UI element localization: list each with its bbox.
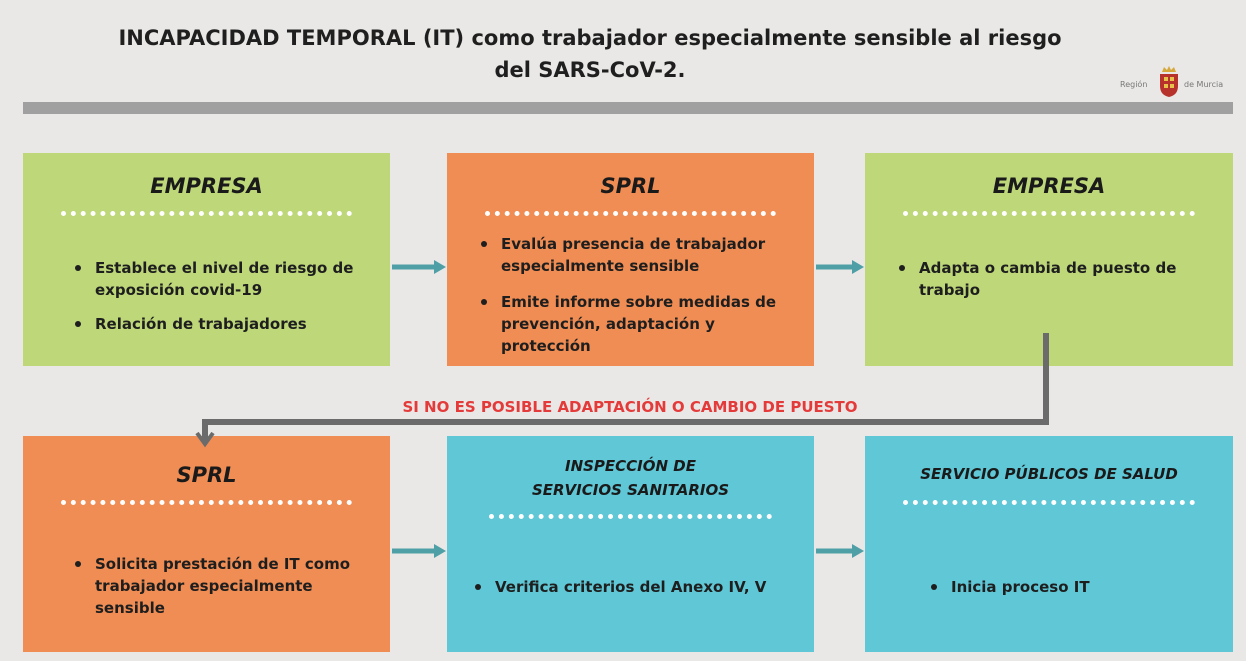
header-divider-bar bbox=[23, 102, 1233, 114]
dotted-separator bbox=[61, 211, 352, 216]
empresa-box-1: EMPRESA Establece el nivel de riesgo de … bbox=[23, 153, 390, 366]
list-item: Inicia proceso IT bbox=[927, 576, 1207, 598]
bullet-list: Verifica criterios del Anexo IV, V bbox=[471, 576, 801, 598]
condition-label: SI NO ES POSIBLE ADAPTACIÓN O CAMBIO DE … bbox=[402, 398, 858, 416]
coat-of-arms-icon bbox=[1160, 66, 1178, 97]
title-line-1: INCAPACIDAD TEMPORAL (IT) como trabajado… bbox=[118, 26, 1062, 50]
sprl-heading-1: SPRL bbox=[600, 174, 661, 198]
region-murcia-logo: Región de Murcia bbox=[1118, 54, 1236, 100]
empresa-heading-2: EMPRESA bbox=[992, 174, 1106, 198]
sprl-box-1: SPRL Evalúa presencia de trabajador espe… bbox=[447, 153, 814, 366]
bullet-list: Establece el nivel de riesgo de exposici… bbox=[71, 257, 371, 335]
dotted-separator bbox=[903, 211, 1195, 216]
logo-text-right: de Murcia bbox=[1184, 80, 1224, 89]
servicio-salud-box: SERVICIO PÚBLICOS DE SALUD Inicia proces… bbox=[865, 436, 1233, 652]
list-item: Emite informe sobre medidas de prevenció… bbox=[477, 291, 797, 357]
dotted-separator bbox=[485, 211, 776, 216]
title-line-2: del SARS-CoV-2. bbox=[494, 58, 686, 82]
empresa-box-2: EMPRESA Adapta o cambia de puesto de tra… bbox=[865, 153, 1233, 366]
arrow-inspeccion-to-salud bbox=[816, 544, 864, 558]
dotted-separator bbox=[61, 500, 352, 505]
sprl-box-2: SPRL Solicita prestación de IT como trab… bbox=[23, 436, 390, 652]
sprl-heading-2: SPRL bbox=[176, 463, 237, 487]
inspeccion-heading-line-2: SERVICIOS SANITARIOS bbox=[531, 481, 730, 499]
list-item: Solicita prestación de IT como trabajado… bbox=[71, 553, 371, 619]
inspeccion-heading-line-1: INSPECCIÓN DE bbox=[564, 457, 696, 475]
list-item: Adapta o cambia de puesto de trabajo bbox=[895, 257, 1215, 301]
dotted-separator bbox=[489, 514, 772, 519]
arrow-sprl-to-inspeccion bbox=[392, 544, 446, 558]
arrow-empresa-to-sprl bbox=[392, 260, 446, 274]
connector-empresa-to-sprl-fallback bbox=[195, 333, 1049, 448]
list-item: Relación de trabajadores bbox=[71, 313, 371, 335]
logo-text-left: Región bbox=[1120, 80, 1148, 89]
servicio-salud-heading: SERVICIO PÚBLICOS DE SALUD bbox=[920, 465, 1178, 483]
bullet-list: Evalúa presencia de trabajador especialm… bbox=[477, 233, 797, 357]
list-item: Verifica criterios del Anexo IV, V bbox=[471, 576, 801, 598]
inspeccion-box: INSPECCIÓN DE SERVICIOS SANITARIOS Verif… bbox=[447, 436, 814, 652]
list-item: Establece el nivel de riesgo de exposici… bbox=[71, 257, 371, 301]
arrow-sprl-to-empresa bbox=[816, 260, 864, 274]
empresa-heading-1: EMPRESA bbox=[150, 174, 263, 198]
bullet-list: Solicita prestación de IT como trabajado… bbox=[71, 553, 371, 619]
bullet-list: Adapta o cambia de puesto de trabajo bbox=[895, 257, 1215, 301]
list-item: Evalúa presencia de trabajador especialm… bbox=[477, 233, 797, 277]
inspeccion-heading: INSPECCIÓN DE SERVICIOS SANITARIOS bbox=[447, 454, 814, 502]
dotted-separator bbox=[903, 500, 1195, 505]
page-title: INCAPACIDAD TEMPORAL (IT) como trabajado… bbox=[40, 22, 1140, 86]
bullet-list: Inicia proceso IT bbox=[927, 576, 1207, 598]
